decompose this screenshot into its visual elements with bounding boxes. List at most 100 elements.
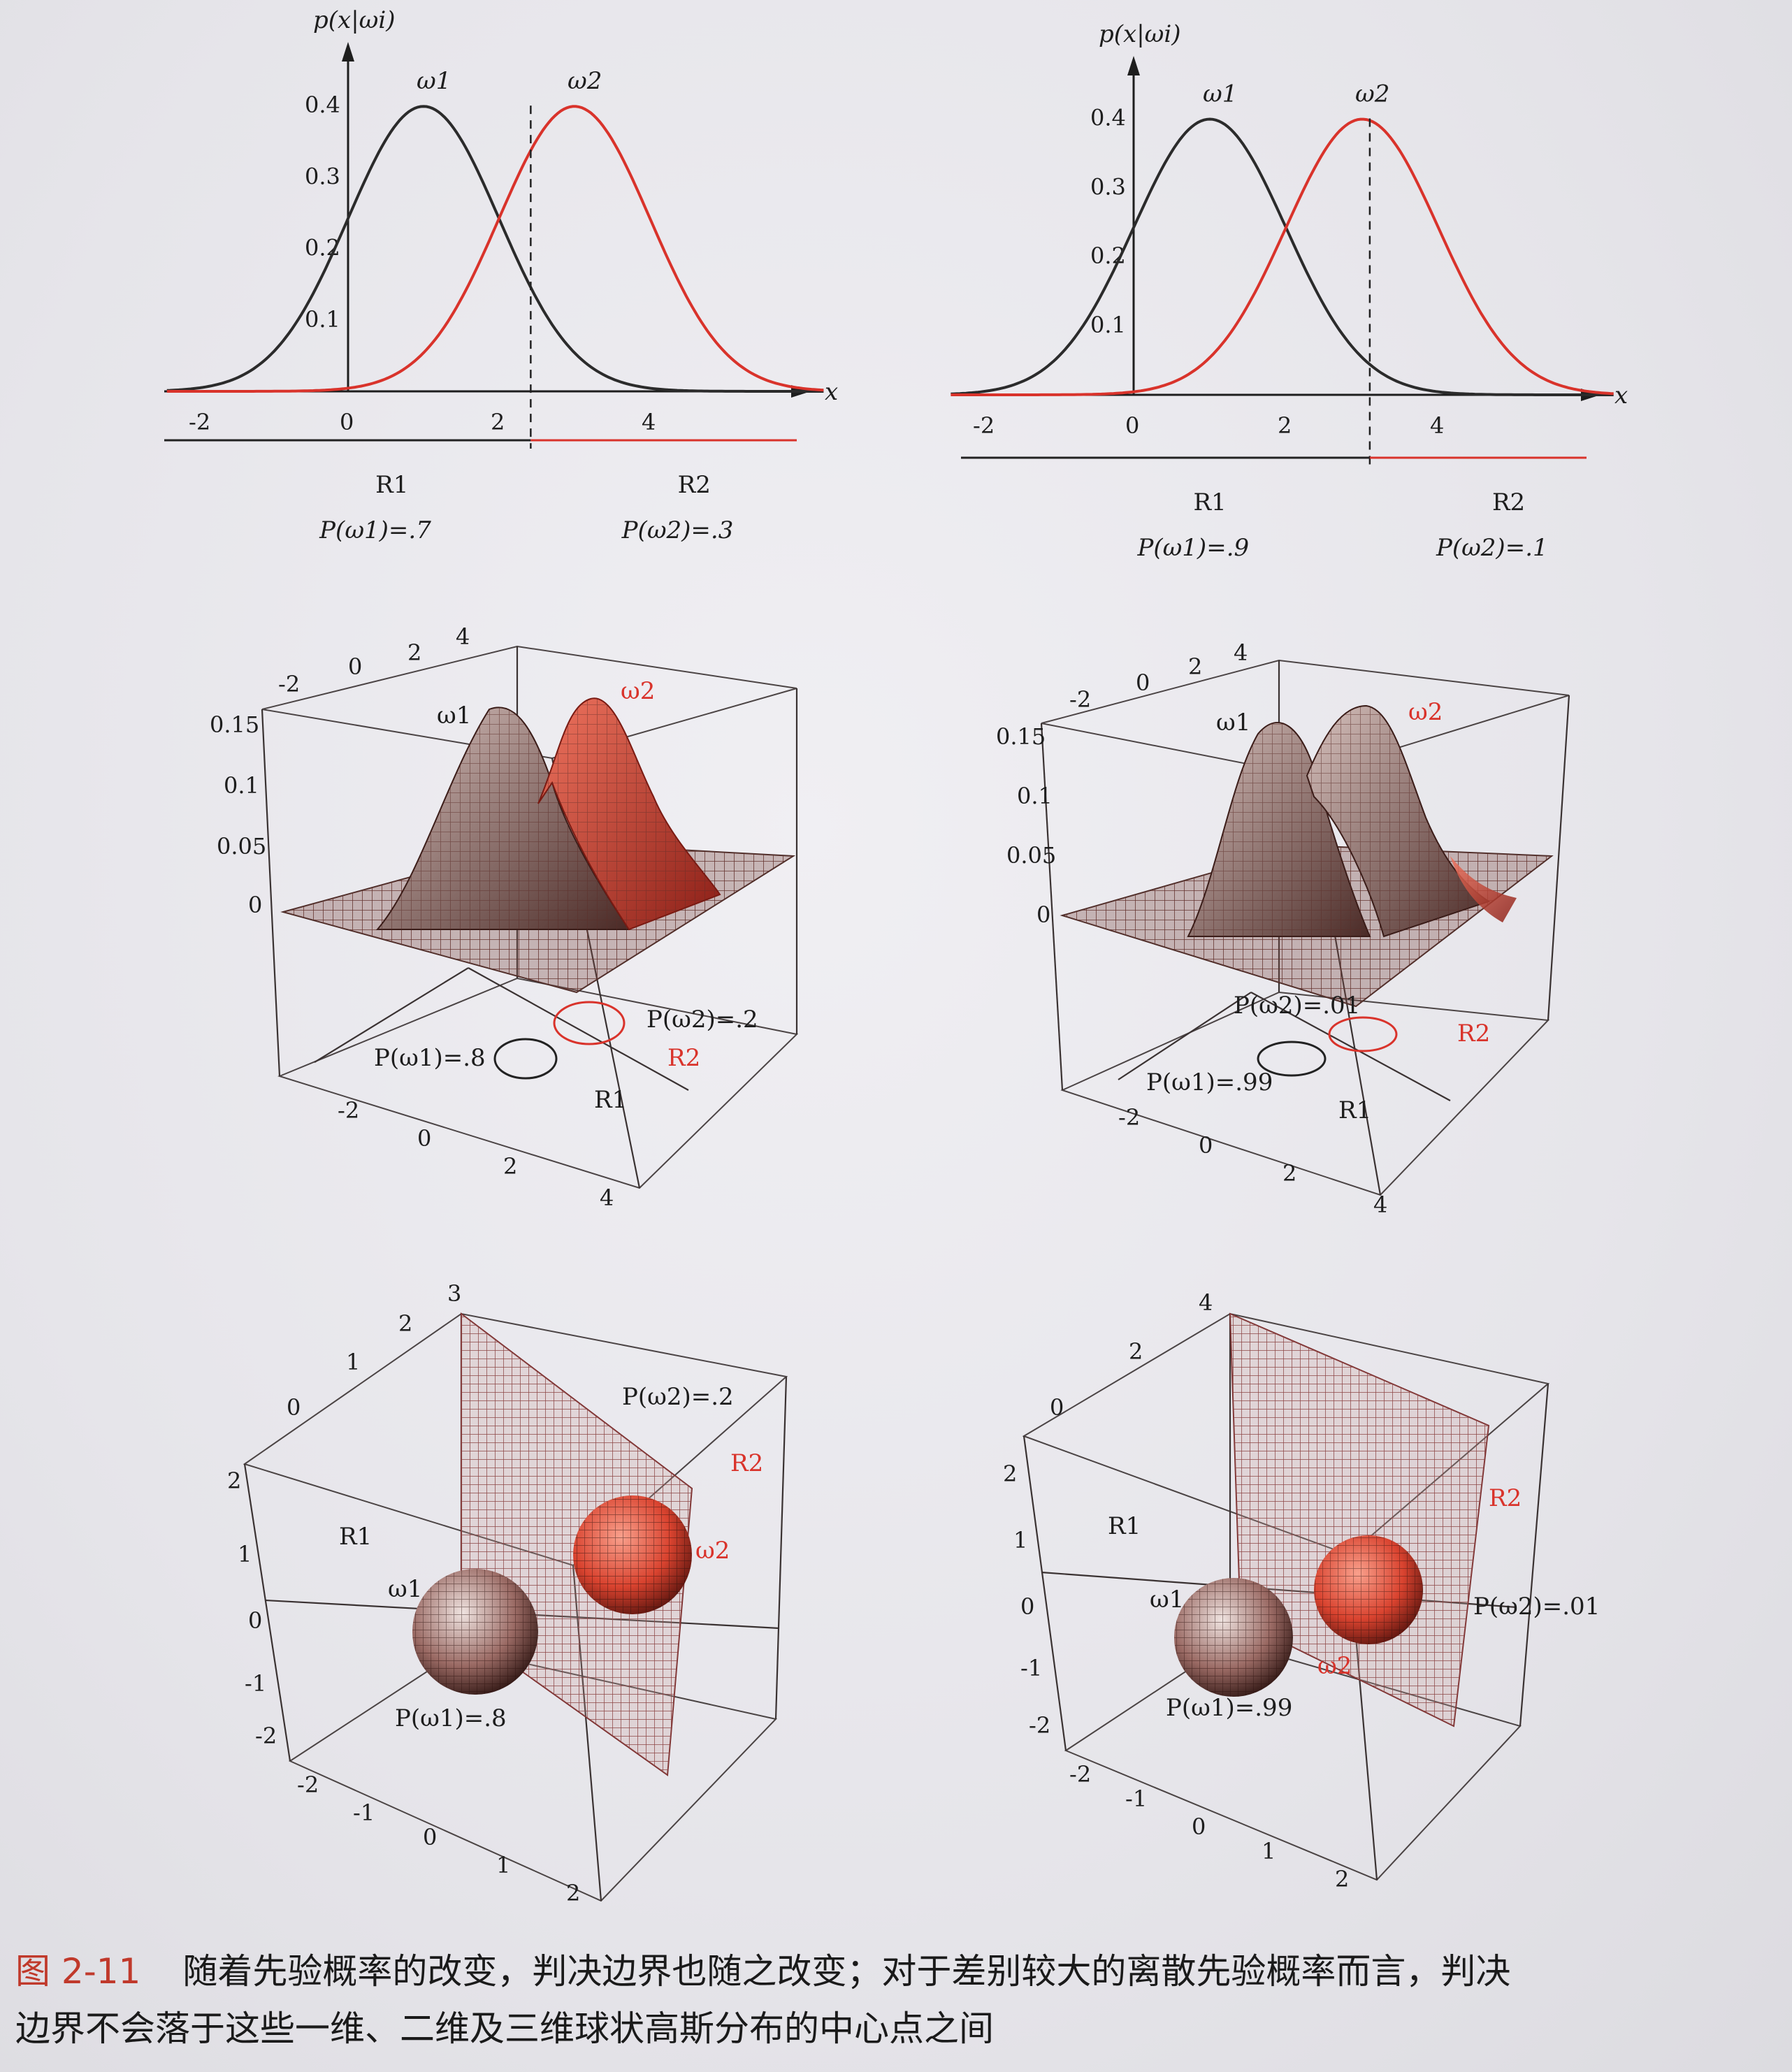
- sphere-omega1-mesh: [1174, 1578, 1293, 1697]
- surface-peak-omega2-mesh: [1307, 706, 1489, 936]
- panel-2d-left: 0.15 0.1 0.05 0 -2 0 2 4 -2 0 2 4 ω1 ω2 …: [210, 623, 799, 1211]
- y-tick: 0.1: [1090, 312, 1126, 338]
- peak-label-omega2: ω2: [1408, 698, 1443, 726]
- y-tick: 0: [348, 653, 362, 680]
- z-tick: 1: [238, 1541, 252, 1567]
- region-label-r1: R1: [594, 1086, 627, 1114]
- y-tick: 0: [1050, 1394, 1064, 1421]
- region-label-r1: R1: [1108, 1512, 1141, 1540]
- y-axis-label: p(x|ωi): [1099, 20, 1181, 48]
- x-axis-label: x: [1614, 382, 1628, 410]
- x-tick: -1: [353, 1799, 375, 1826]
- region-label-r2: R2: [678, 471, 711, 499]
- x-axis-label: x: [825, 378, 838, 406]
- contour-omega1: [493, 1038, 558, 1080]
- y-tick: 0: [287, 1394, 301, 1421]
- x-tick: 1: [496, 1852, 510, 1878]
- x-tick: -2: [297, 1772, 319, 1798]
- box-edge: [1023, 1435, 1067, 1751]
- prior-omega2: P(ω2)=.01: [1473, 1593, 1600, 1621]
- x-tick: -2: [1118, 1104, 1140, 1131]
- z-tick: -2: [1029, 1712, 1050, 1739]
- box-edge: [243, 1463, 291, 1762]
- x-tick: 0: [340, 409, 354, 435]
- x-tick: 2: [566, 1880, 580, 1906]
- z-tick: -1: [245, 1670, 266, 1697]
- z-tick: 0.15: [996, 723, 1046, 750]
- region-label-r1: R1: [1193, 488, 1226, 516]
- surface-peak-omega1-mesh: [1188, 723, 1370, 936]
- boundary-line: [1118, 992, 1252, 1080]
- panel-3d-right: 0 2 4 2 1 0 -1 -2 -2 -1 0 1 2 R1 R2 ω1 ω…: [1003, 1289, 1600, 1892]
- y-tick: 0.3: [1090, 173, 1126, 200]
- curve-omega1: [951, 117, 1614, 396]
- y-tick: -2: [278, 671, 300, 697]
- prior-omega1: P(ω1)=.99: [1146, 1068, 1273, 1096]
- box-bottom-face: [288, 1648, 777, 1902]
- boundary-line: [1250, 992, 1451, 1101]
- y-axis-label: p(x|ωi): [313, 6, 396, 34]
- curve-label-omega2: ω2: [1355, 80, 1389, 108]
- y-tick: 0.4: [305, 92, 340, 118]
- y-tick: 0.1: [305, 306, 340, 333]
- y-tick: 0.3: [305, 163, 340, 189]
- y-tick: 4: [1234, 639, 1248, 666]
- z-tick: 0.1: [1017, 783, 1053, 809]
- prior-omega2: P(ω2)=.2: [646, 1006, 758, 1034]
- panel-2d-right: 0.15 0.1 0.05 0 -2 0 2 4 -2 0 2 4 ω1 ω2 …: [996, 639, 1570, 1218]
- prior-omega1: P(ω1)=.8: [395, 1704, 507, 1732]
- sphere-omega2-mesh: [573, 1495, 692, 1614]
- prior-omega2: P(ω2)=.3: [621, 516, 734, 544]
- x-tick: 4: [1373, 1191, 1387, 1218]
- x-tick: 4: [600, 1184, 614, 1211]
- x-tick: 0: [417, 1125, 431, 1152]
- region-label-r2: R2: [667, 1044, 700, 1072]
- prior-omega2: P(ω2)=.01: [1234, 992, 1360, 1020]
- curve-omega2: [166, 105, 824, 393]
- box-bottom-face: [1064, 1641, 1522, 1881]
- region-label-r2: R2: [1492, 488, 1525, 516]
- prior-omega2: P(ω2)=.1: [1436, 534, 1548, 562]
- sphere-omega1-mesh: [412, 1569, 538, 1695]
- surface-peak-omega2-red-edge: [1450, 856, 1517, 922]
- figure-number: 图 2-11: [15, 1951, 141, 1992]
- sphere-label-omega1: ω1: [1150, 1586, 1184, 1614]
- y-axis-arrow: [1127, 56, 1140, 75]
- curve-label-omega1: ω1: [417, 67, 451, 95]
- x-tick: 2: [491, 409, 505, 435]
- box-edge: [774, 1376, 788, 1720]
- y-tick: 2: [1129, 1338, 1143, 1365]
- x-tick: 0: [1125, 412, 1139, 439]
- z-tick: 0.05: [1006, 842, 1056, 869]
- x-tick: -2: [973, 412, 995, 439]
- box-edge: [1547, 695, 1570, 1021]
- y-tick: 4: [1199, 1289, 1213, 1316]
- z-tick: 2: [227, 1468, 241, 1494]
- region-label-r1: R1: [339, 1523, 372, 1551]
- y-tick: 0.4: [1090, 104, 1126, 131]
- region-label-r2: R2: [1457, 1020, 1490, 1048]
- box-edge: [261, 709, 281, 1077]
- caption-line-1: 图 2-11 随着先验概率的改变，判决边界也随之改变；对于差别较大的离散先验概率而…: [15, 1943, 1777, 2000]
- caption-text-1: 随着先验概率的改变，判决边界也随之改变；对于差别较大的离散先验概率而言，判决: [182, 1951, 1511, 1992]
- y-tick: 1: [346, 1349, 360, 1375]
- decision-plane: [1229, 1312, 1490, 1727]
- x-tick: -2: [1069, 1761, 1091, 1788]
- x-tick: 2: [503, 1153, 517, 1180]
- z-tick: -1: [1020, 1655, 1042, 1681]
- y-tick: 0: [1136, 669, 1150, 696]
- prior-omega2: P(ω2)=.2: [622, 1383, 734, 1411]
- curve-label-omega1: ω1: [1203, 80, 1237, 108]
- x-tick: -2: [338, 1097, 359, 1124]
- peak-label-omega2: ω2: [621, 677, 655, 705]
- z-tick: -2: [255, 1723, 277, 1749]
- y-tick: 3: [447, 1280, 461, 1307]
- region-label-r2: R2: [730, 1449, 763, 1477]
- contour-omega2: [553, 1001, 626, 1045]
- curve-label-omega2: ω2: [568, 67, 602, 95]
- panel-3d-left: 0 1 2 3 2 1 0 -1 -2 -2 -1 0 1 2 R1 R2 ω1…: [227, 1280, 788, 1906]
- decision-plane-shade: [1230, 1314, 1489, 1726]
